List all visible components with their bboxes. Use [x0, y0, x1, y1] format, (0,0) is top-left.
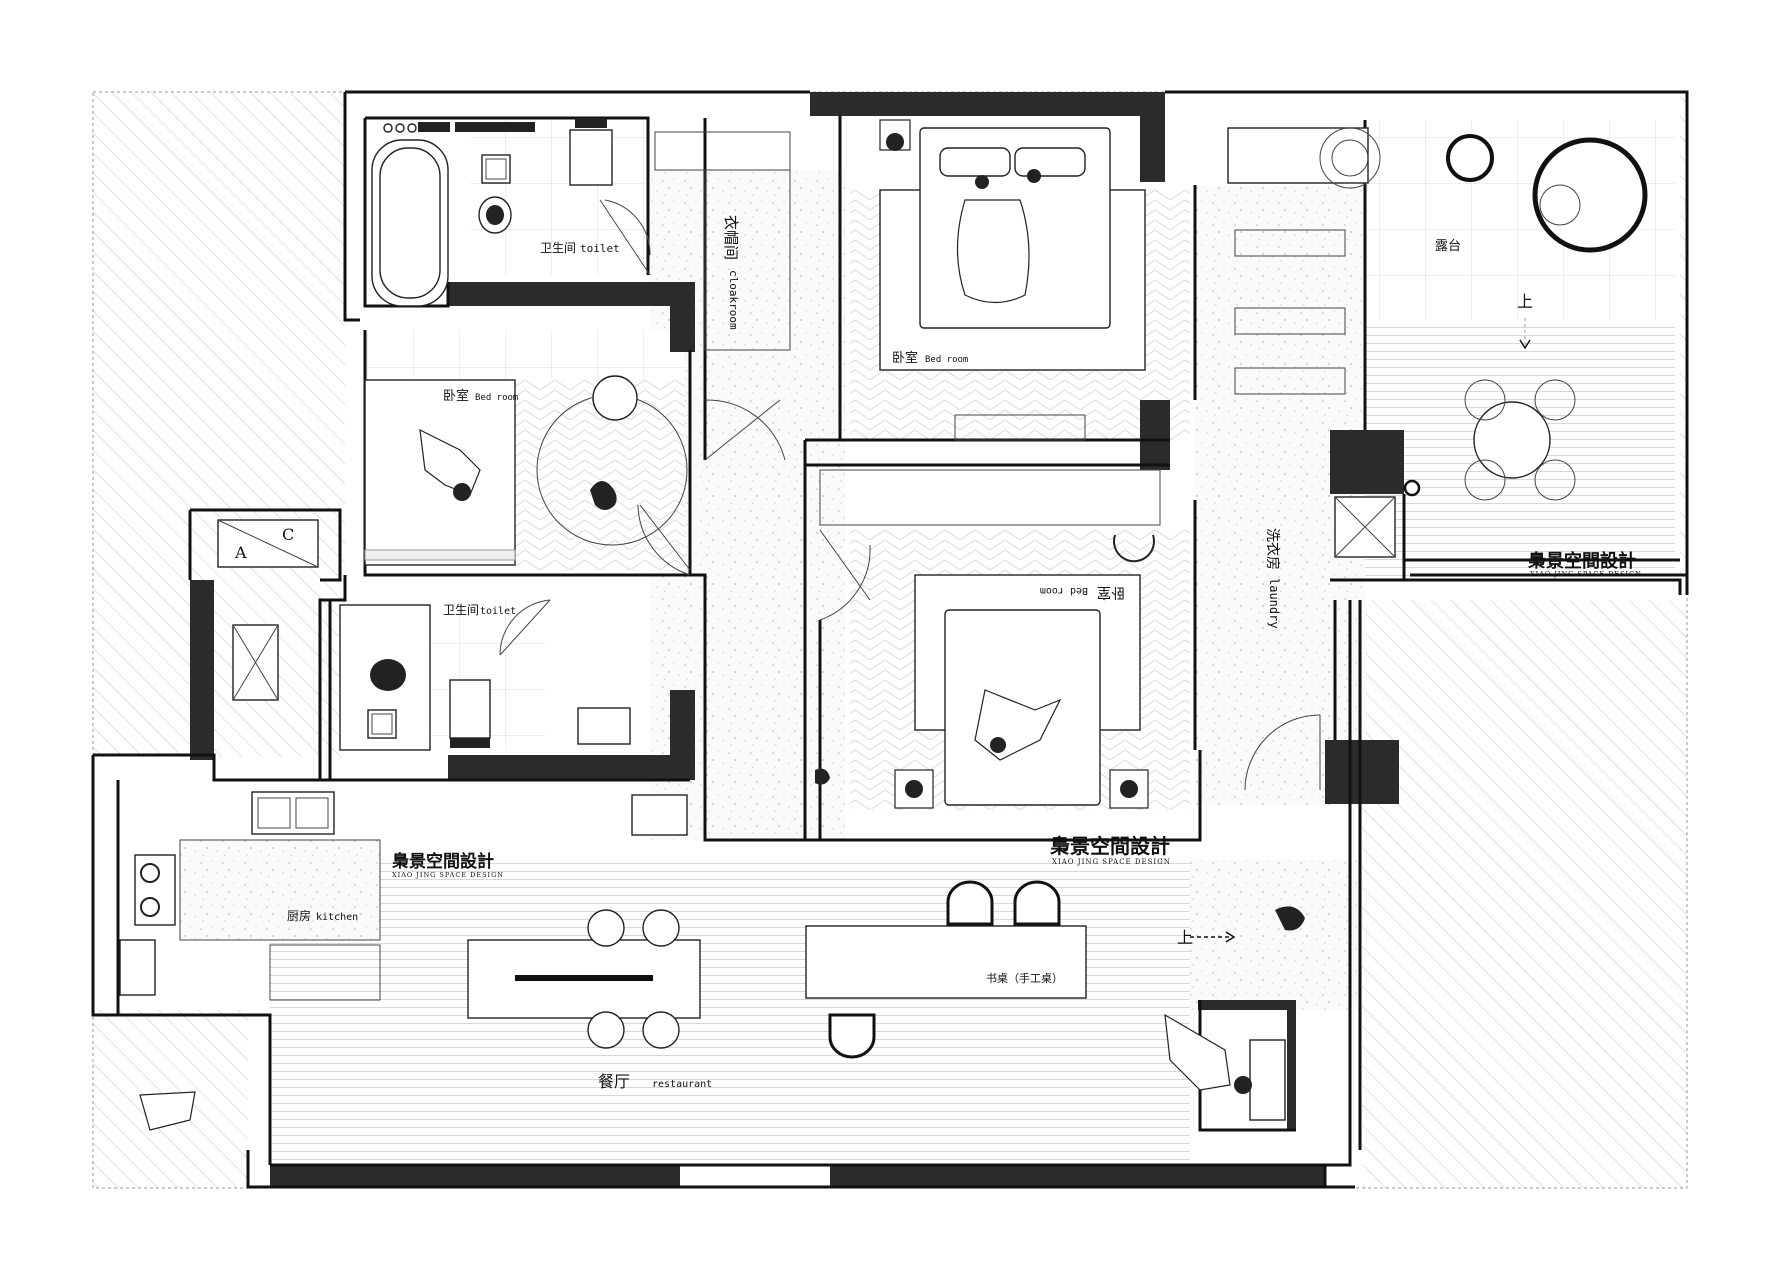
- label-toilet-mid-en: toilet: [480, 606, 516, 617]
- label-bedroom-left-zh: 卧室: [443, 388, 469, 404]
- label-terrace-zh: 露台: [1435, 239, 1461, 254]
- wall-outlines: [91, 90, 1689, 1189]
- human-figures: [139, 768, 1252, 1131]
- brand-en-terrace: XIAO JING SPACE DESIGN: [1530, 570, 1642, 578]
- ac-label-a: A: [234, 543, 247, 562]
- label-toilet-mid-zh: 卫生间: [443, 603, 479, 617]
- label-cloakroom-en: cloakroom: [727, 270, 740, 330]
- toilet-top-fixtures: [371, 118, 613, 307]
- label-restaurant-en: restaurant: [652, 1079, 712, 1090]
- toilet-mid-fixtures: [339, 604, 631, 751]
- brand-zh-kitchen: 梟景空間設計: [391, 851, 494, 872]
- brand-zh-center: 梟景空間設計: [1049, 834, 1170, 858]
- kitchen-fixtures: [119, 791, 688, 1001]
- bedroom-left-furniture: [364, 375, 688, 566]
- door-swings: [499, 199, 1321, 791]
- label-bedroom-mid-en: Bed room: [1040, 585, 1088, 596]
- stair-arrows: [1190, 318, 1531, 943]
- ac-label-c: C: [282, 525, 294, 544]
- label-kitchen-zh: 厨房: [287, 908, 311, 923]
- label-kitchen-en: kitchen: [316, 912, 358, 923]
- label-toilet-top-en: toilet: [580, 242, 620, 255]
- label-toilet-top-zh: 卫生间: [540, 241, 576, 255]
- brand-en-center: XIAO JING SPACE DESIGN: [1052, 858, 1171, 866]
- bedroom-mid-furniture: [819, 229, 1346, 809]
- ac-unit: A C: [217, 519, 319, 701]
- brand-zh-terrace: 梟景空間設計: [1527, 550, 1636, 572]
- brand-en-kitchen: XIAO JING SPACE DESIGN: [392, 871, 504, 879]
- label-bedroom-master-zh: 卧室: [892, 350, 918, 366]
- label-bedroom-left-en: Bed room: [475, 393, 518, 403]
- label-laundry-zh: 洗衣房: [1264, 528, 1280, 570]
- label-laundry-en: laundry: [1267, 578, 1281, 629]
- label-restaurant-zh: 餐厅: [598, 1072, 630, 1091]
- label-cloakroom-zh: 衣帽间: [722, 215, 740, 260]
- structural-walls: [190, 92, 1404, 1187]
- bedroom-master-furniture: [879, 119, 1146, 441]
- brand-watermarks: 梟景空間設計 XIAO JING SPACE DESIGN 梟景空間設計 XIA…: [391, 550, 1642, 879]
- cloakroom-cabinets: [654, 131, 791, 351]
- label-bedroom-mid-zh: 卧室: [1097, 584, 1125, 601]
- label-bedroom-master-en: Bed room: [925, 355, 968, 365]
- terrace-furniture: [1227, 127, 1648, 558]
- label-stair-up-hall: 上: [1177, 928, 1193, 947]
- label-desk: 书桌（手工桌）: [986, 971, 1063, 985]
- room-labels: 卫生间 toilet 衣帽间 cloakroom 卧室 Bed room 卧室 …: [287, 215, 1533, 1091]
- label-stair-up-terrace: 上: [1517, 292, 1533, 311]
- dining-furniture: [467, 880, 1305, 1121]
- landscape-hatch: [92, 91, 1688, 1189]
